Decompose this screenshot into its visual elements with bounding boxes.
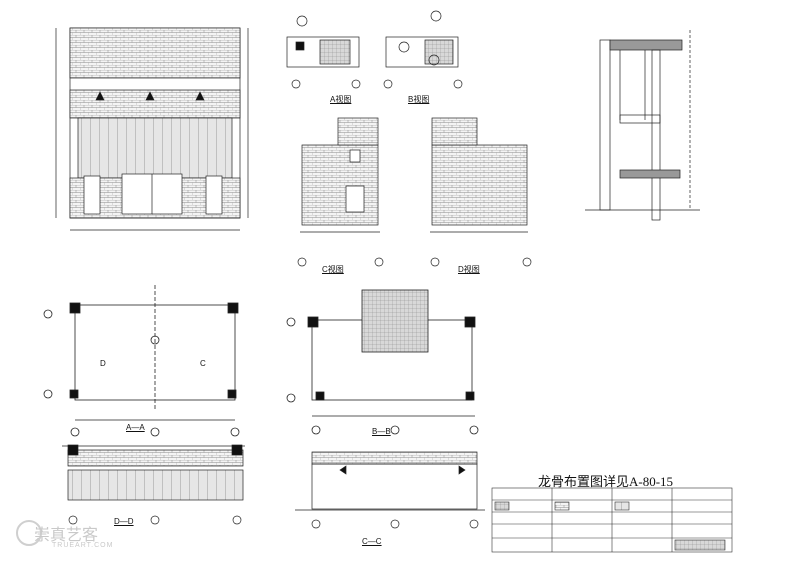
legend-table xyxy=(491,487,733,553)
caption-view-a: A视图 xyxy=(330,95,352,104)
section-dd xyxy=(62,444,245,525)
plan-b xyxy=(383,10,463,89)
main-elevation xyxy=(55,27,249,231)
caption-section-cc: C—C xyxy=(362,537,382,546)
caption-view-c: C视图 xyxy=(322,265,344,274)
caption-section-aa: A—A xyxy=(126,423,145,432)
plan-a xyxy=(286,15,361,89)
caption-section-dd: D—D xyxy=(114,517,134,526)
watermark-logo-icon xyxy=(16,520,42,546)
caption-view-b: B视图 xyxy=(408,95,430,104)
watermark-sub: TRUEART.COM xyxy=(52,542,114,549)
view-d xyxy=(430,117,532,267)
caption-section-bb: B—B xyxy=(372,427,391,436)
section-cc xyxy=(295,451,485,529)
plan-label-d: D xyxy=(100,359,106,368)
plan-aa xyxy=(43,285,240,437)
section-detail xyxy=(585,30,700,221)
plan-bb xyxy=(286,289,479,435)
note-title: 龙骨布置图详见A-80-15 xyxy=(538,474,674,489)
plan-label-c: C xyxy=(200,359,206,368)
caption-view-d: D视图 xyxy=(458,265,480,274)
view-c xyxy=(297,117,384,267)
watermark-brand: 崇真艺客 xyxy=(34,525,99,544)
